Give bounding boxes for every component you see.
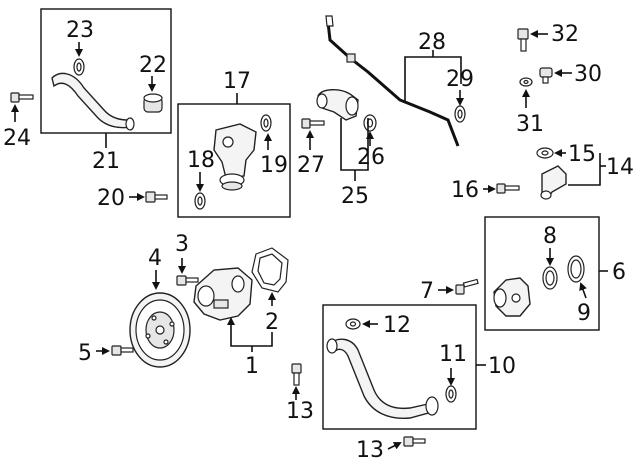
bolt-part-32: [517, 28, 529, 52]
seal-part-11: [445, 385, 457, 403]
callout-19: 19: [260, 153, 288, 178]
fitting-part-14: [540, 165, 567, 200]
group-box-6: [484, 216, 600, 331]
seal-part-19: [260, 114, 272, 132]
callout-20: 20: [97, 186, 125, 211]
seal-part-18: [194, 192, 206, 210]
water-pump-part: [193, 267, 253, 321]
seal-part-15: [536, 147, 554, 159]
callout-11: 11: [439, 342, 467, 367]
leader-13b: [387, 442, 402, 450]
o-ring-part-23: [73, 58, 85, 76]
callout-27: 27: [297, 153, 325, 178]
callout-18: 18: [187, 148, 215, 173]
bolt-part-24: [10, 92, 34, 103]
coolant-pipe-part: [51, 72, 135, 131]
callout-9: 9: [577, 301, 591, 326]
callout-17: 17: [223, 69, 251, 94]
bolt-part-13-upper: [291, 363, 302, 386]
callout-15: 15: [568, 142, 596, 167]
callout-8: 8: [543, 224, 557, 249]
thermostat-housing-part: [213, 123, 257, 191]
callout-24: 24: [3, 126, 31, 151]
callout-4: 4: [148, 246, 162, 271]
seal-part-26: [363, 114, 377, 132]
bolt-part-5: [111, 345, 134, 356]
callout-13-upper: 13: [286, 399, 314, 424]
callout-21: 21: [92, 149, 120, 174]
outlet-housing-part-25: [316, 89, 359, 121]
callout-13-lower: 13: [356, 438, 384, 463]
seal-part-12: [345, 318, 361, 330]
bolt-part-16: [496, 183, 520, 194]
callout-31: 31: [516, 112, 544, 137]
o-ring-part-8: [542, 266, 558, 290]
callout-2: 2: [265, 310, 279, 335]
valve-part-6: [493, 277, 531, 317]
callout-29: 29: [446, 67, 474, 92]
coolant-pipe-part-10: [326, 338, 439, 419]
bolt-part-3: [176, 275, 199, 286]
gasket-part-2: [251, 247, 289, 293]
washer-part-31: [519, 77, 533, 87]
callout-14: 14: [606, 155, 634, 180]
callout-28: 28: [418, 30, 446, 55]
callout-22: 22: [139, 53, 167, 78]
pulley-part-4: [129, 292, 191, 368]
callout-12: 12: [383, 313, 411, 338]
bolt-part-13-lower: [403, 436, 426, 447]
callout-30: 30: [574, 62, 602, 87]
o-ring-part-9: [567, 255, 585, 283]
leader-9: [579, 282, 587, 299]
seal-part-29: [454, 105, 466, 123]
callout-7: 7: [420, 279, 434, 304]
group-box-10: [322, 304, 477, 430]
leader-14-bracket: [568, 153, 601, 186]
callout-32: 32: [551, 22, 579, 47]
callout-10: 10: [488, 354, 516, 379]
bolt-part-27: [301, 118, 325, 129]
callout-1: 1: [245, 354, 259, 379]
callout-26: 26: [357, 145, 385, 170]
sensor-part-30: [539, 67, 553, 84]
bolt-part-20: [145, 191, 168, 203]
callout-16: 16: [451, 178, 479, 203]
bolt-part-7: [455, 278, 479, 295]
tube-part-28: [325, 15, 460, 147]
cap-part-22: [143, 93, 163, 113]
callout-3: 3: [175, 232, 189, 257]
callout-6: 6: [612, 260, 626, 285]
group-box-17: [177, 103, 291, 218]
callout-5: 5: [78, 341, 92, 366]
callout-23: 23: [66, 18, 94, 43]
callout-25: 25: [341, 184, 369, 209]
